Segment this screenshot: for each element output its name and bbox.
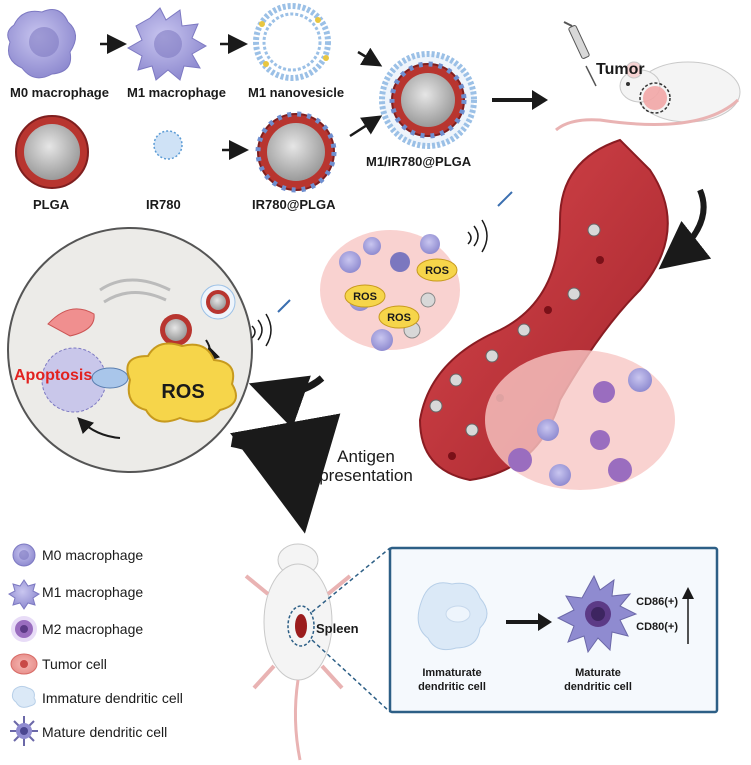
ir780-molecule bbox=[153, 130, 183, 160]
mature-dc-label-line2: dendritic cell bbox=[564, 681, 632, 693]
arrow-icon bbox=[357, 47, 383, 67]
ir780-label: IR780 bbox=[146, 197, 181, 212]
ros-cell-label: ROS bbox=[161, 381, 204, 403]
legend-label: M1 macrophage bbox=[42, 584, 143, 600]
mature-dendritic-cell-icon bbox=[10, 716, 38, 746]
tumor-tissue-lower bbox=[485, 350, 675, 490]
m0-macrophage-cell bbox=[7, 9, 76, 79]
tumor-cell-icon bbox=[10, 653, 38, 675]
laser-icon bbox=[467, 191, 513, 253]
m1-ir780-plga-label: M1/IR780@PLGA bbox=[366, 154, 472, 169]
m0-macrophage-icon bbox=[12, 543, 36, 567]
curved-arrow-icon bbox=[658, 188, 712, 270]
immature-dendritic-cell-icon bbox=[11, 685, 36, 708]
blood-vessel bbox=[418, 138, 669, 482]
antigen-label-line1: Antigen bbox=[337, 447, 395, 466]
arrow-icon bbox=[349, 115, 383, 138]
svg-text:ROS: ROS bbox=[353, 291, 377, 303]
plga-particle bbox=[15, 115, 89, 189]
cd86-label: CD86(+) bbox=[636, 596, 678, 608]
ros-badge-3: ROS bbox=[378, 305, 420, 329]
thick-arrow-icon bbox=[492, 90, 548, 110]
svg-text:ROS: ROS bbox=[387, 312, 411, 324]
immature-dc-label-line1: Immaturate bbox=[422, 667, 481, 679]
m1-macrophage-icon bbox=[8, 579, 40, 610]
spleen-detail-panel bbox=[388, 546, 719, 714]
zoom-line bbox=[311, 547, 391, 613]
syringe-icon bbox=[563, 21, 597, 87]
m1-nanovesicle-graphic bbox=[253, 3, 331, 81]
antigen-label-line2: presentation bbox=[319, 466, 413, 485]
m1-macrophage-label: M1 macrophage bbox=[127, 85, 226, 100]
immature-dc-label-line2: dendritic cell bbox=[418, 681, 486, 693]
spleen-label: Spleen bbox=[316, 621, 359, 636]
legend: M0 macrophage M1 macrophage M2 macrophag… bbox=[8, 543, 183, 746]
svg-text:ROS: ROS bbox=[425, 265, 449, 277]
apoptosis-label: Apoptosis bbox=[14, 367, 92, 384]
mouse-illustration bbox=[555, 61, 741, 132]
m1-ir780-plga-particle bbox=[379, 51, 477, 149]
m1-macrophage-cell bbox=[126, 7, 208, 81]
ros-badge-1: ROS bbox=[416, 258, 458, 282]
ir780-plga-label: IR780@PLGA bbox=[252, 197, 336, 212]
legend-label: M2 macrophage bbox=[42, 621, 143, 637]
legend-label: Immature dendritic cell bbox=[42, 690, 183, 706]
curved-arrow-icon bbox=[248, 375, 325, 429]
m1-nanovesicle-label: M1 nanovesicle bbox=[248, 85, 344, 100]
legend-label: Mature dendritic cell bbox=[42, 724, 167, 740]
cd80-label: CD80(+) bbox=[636, 621, 678, 633]
big-curved-arrow-icon bbox=[230, 413, 341, 534]
laser-icon bbox=[251, 299, 291, 347]
m2-macrophage-icon bbox=[11, 616, 37, 642]
zoom-line bbox=[311, 639, 391, 713]
plga-label: PLGA bbox=[33, 197, 70, 212]
supine-mouse-illustration bbox=[244, 543, 352, 761]
tumor-label: Tumor bbox=[596, 61, 645, 78]
legend-label: Tumor cell bbox=[42, 656, 107, 672]
ir780-plga-particle bbox=[255, 111, 337, 193]
m0-macrophage-label: M0 macrophage bbox=[10, 85, 109, 100]
tumor-tissue-upper bbox=[320, 230, 460, 351]
tumor-cell-closeup bbox=[7, 227, 253, 473]
ros-badge-2: ROS bbox=[344, 284, 386, 308]
mature-dc-label-line1: Maturate bbox=[575, 667, 621, 679]
legend-label: M0 macrophage bbox=[42, 547, 143, 563]
